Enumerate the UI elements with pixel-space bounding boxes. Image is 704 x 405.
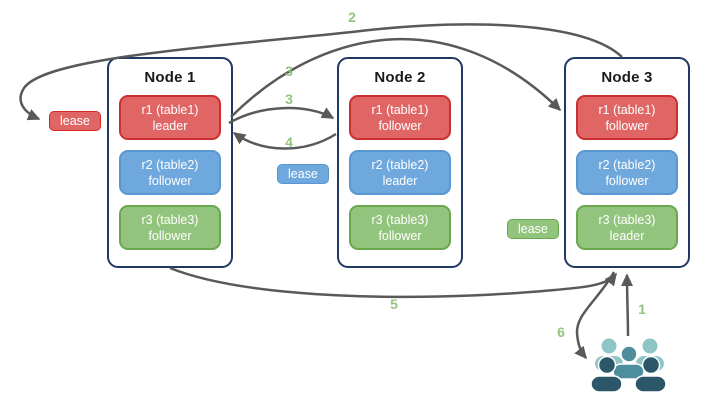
node-1: Node 1 r1 (table1) leader r2 (table2) fo… — [107, 57, 233, 268]
users-group-icon — [590, 338, 667, 393]
step-label-3b: 3 — [285, 91, 293, 107]
node-3: Node 3 r1 (table1) follower r2 (table2) … — [564, 57, 690, 268]
replica-role: leader — [609, 228, 645, 243]
replica-role: follower — [378, 228, 422, 243]
replica-role: leader — [382, 173, 418, 188]
arrow-step-3-to-node2 — [228, 106, 335, 125]
step-label-4: 4 — [285, 134, 293, 150]
node-3-replica-r1: r1 (table1) follower — [576, 95, 678, 140]
step-label-2: 2 — [348, 9, 356, 25]
lease-badge-table1: lease — [49, 111, 101, 131]
node-1-title: Node 1 — [144, 69, 196, 86]
replica-name: r2 (table2) — [371, 157, 429, 172]
arrow-step-6 — [574, 271, 616, 360]
lease-badge-table2: lease — [277, 164, 329, 184]
arrow-step-1 — [621, 273, 634, 337]
node-2-replica-r2: r2 (table2) leader — [349, 150, 451, 195]
replica-role: leader — [152, 118, 188, 133]
replica-role: follower — [605, 173, 649, 188]
node-3-title: Node 3 — [601, 69, 653, 86]
node-2-replica-r3: r3 (table3) follower — [349, 205, 451, 250]
lease-badge-table3: lease — [507, 219, 559, 239]
step-label-5: 5 — [390, 296, 398, 312]
node-3-replica-r2: r2 (table2) follower — [576, 150, 678, 195]
replica-name: r1 (table1) — [598, 102, 656, 117]
replica-name: r3 (table3) — [598, 212, 656, 227]
replica-name: r2 (table2) — [598, 157, 656, 172]
replica-name: r1 (table1) — [141, 102, 199, 117]
node-1-replica-r3: r3 (table3) follower — [119, 205, 221, 250]
node-1-replica-r1: r1 (table1) leader — [119, 95, 221, 140]
step-label-6: 6 — [557, 324, 565, 340]
node-3-replica-r3: r3 (table3) leader — [576, 205, 678, 250]
replica-role: follower — [378, 118, 422, 133]
node-1-replica-r2: r2 (table2) follower — [119, 150, 221, 195]
node-2-title: Node 2 — [374, 69, 426, 86]
replica-name: r3 (table3) — [141, 212, 199, 227]
step-label-1: 1 — [638, 301, 646, 317]
replica-name: r3 (table3) — [371, 212, 429, 227]
replica-role: follower — [148, 173, 192, 188]
replica-name: r1 (table1) — [371, 102, 429, 117]
node-2: Node 2 r1 (table1) follower r2 (table2) … — [337, 57, 463, 268]
step-label-3a: 3 — [285, 63, 293, 79]
replica-role: follower — [605, 118, 649, 133]
node-2-replica-r1: r1 (table1) follower — [349, 95, 451, 140]
replica-name: r2 (table2) — [141, 157, 199, 172]
arrow-step-5 — [169, 266, 617, 299]
replica-role: follower — [148, 228, 192, 243]
